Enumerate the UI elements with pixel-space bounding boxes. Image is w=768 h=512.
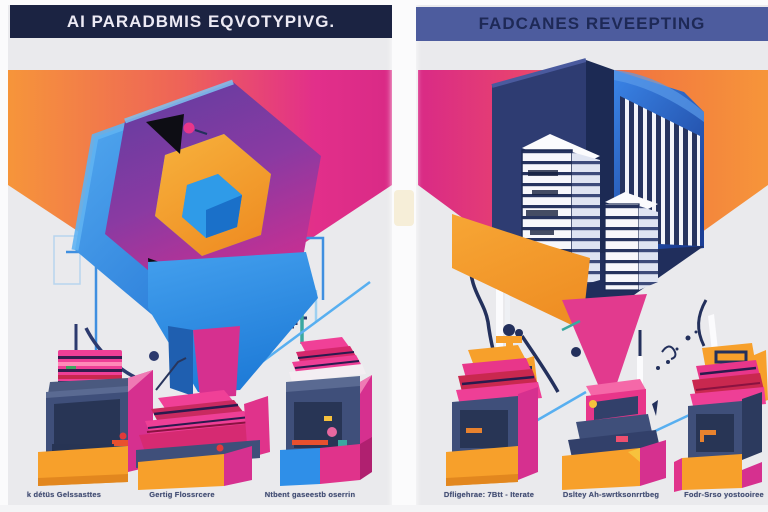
left-edge: [0, 0, 8, 512]
machine: [38, 350, 153, 486]
caption: Gertig Flossrcere: [149, 490, 215, 499]
machine: [562, 330, 666, 490]
top-edge: [0, 0, 768, 5]
dot: [503, 324, 515, 336]
panel-divider: [392, 0, 416, 512]
shadow-triangle-top: [146, 114, 184, 154]
right-title-bar: FADCANES REVEEPTING: [416, 7, 768, 41]
right-illustration: [418, 58, 768, 492]
curve-line: [468, 259, 496, 355]
bottom-edge: [0, 505, 768, 512]
hexagon-inner-ring: [155, 134, 271, 256]
dot: [149, 351, 159, 361]
caption: Fodr-Srso yostooiree: [684, 490, 764, 499]
machine: [674, 343, 768, 492]
caption: Dfligehrae: 7Btt - Iterate: [443, 490, 535, 499]
machine: [136, 357, 270, 490]
divider-glow: [394, 190, 414, 226]
building: [604, 192, 658, 291]
left-illustration: [8, 70, 392, 490]
right-title: FADCANES REVEEPTING: [478, 14, 706, 33]
caption: Ntbent gaseestb oserrin: [264, 490, 356, 499]
open-box-shape: [452, 58, 704, 399]
squiggle: [661, 345, 677, 360]
caption: Dsltey Ah-swrtksonrrtbeg: [562, 490, 660, 499]
bracket-right: [300, 236, 325, 300]
left-title-bar: AI PARADBMIS EQVOTYPIVG.: [10, 5, 392, 38]
machine: [446, 336, 542, 486]
box-pink-funnel: [562, 294, 647, 387]
machine: [280, 337, 372, 486]
box-orange-face: [452, 214, 590, 330]
caption: k détüs Gelssasttes: [26, 490, 102, 499]
left-title: AI PARADBMIS EQVOTYPIVG.: [66, 11, 336, 31]
